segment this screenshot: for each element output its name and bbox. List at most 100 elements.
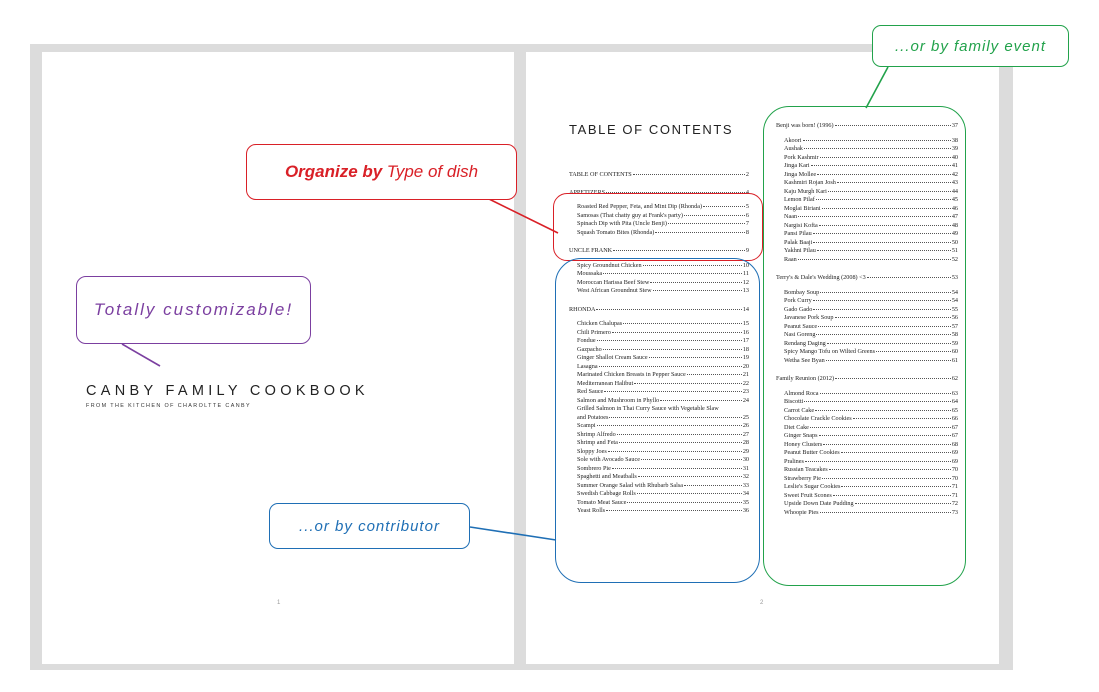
dot-leader — [852, 418, 951, 419]
toc-entry-page: 51 — [951, 247, 958, 254]
toc-entry-label: Roasted Red Pepper, Feta, and Mint Dip (… — [577, 203, 703, 210]
dot-leader — [604, 391, 742, 392]
toc-entry[interactable]: Squash Tomato Bites (Rhonda)8 — [569, 229, 749, 238]
toc-entry[interactable]: Roasted Red Pepper, Feta, and Mint Dip (… — [569, 203, 749, 212]
toc-section-heading-label: Family Reunion (2012) — [776, 375, 835, 382]
toc-section-heading-label: Terry's & Dale's Wedding (2008) <3 — [776, 274, 866, 281]
toc-entry-page: 54 — [951, 288, 958, 296]
toc-entry-label: Spicy Groundnut Chicken — [577, 261, 642, 269]
toc-entry-page: 38 — [951, 136, 958, 144]
toc-entry-label: Squash Tomato Bites (Rhonda) — [577, 228, 655, 236]
toc-entry[interactable]: Grilled Salmon in Thai Curry Sauce with … — [569, 405, 749, 414]
toc-entry-label: Gazpacho — [577, 345, 602, 353]
dot-leader — [804, 460, 951, 462]
dot-leader — [821, 477, 951, 479]
toc-page — [526, 52, 999, 664]
toc-entry-label: Tomato Meat Sauce — [577, 498, 627, 506]
toc-entry-label: Javanese Pork Soup — [784, 314, 834, 321]
toc-entry-label: Spaghetti and Meatballs — [577, 473, 637, 480]
toc-section-heading[interactable]: Family Reunion (2012)62 — [776, 375, 958, 384]
toc-entry[interactable]: Samosas (That chatty guy at Frank's part… — [569, 212, 749, 221]
dot-leader — [840, 452, 951, 453]
toc-entry[interactable]: Marinated Chicken Breasts in Pepper Sauc… — [569, 371, 749, 380]
callout-family-event-text: ...or by family event — [894, 37, 1047, 55]
callout-contributor: ...or by contributor — [269, 503, 470, 549]
dot-leader — [642, 264, 742, 266]
dot-leader — [819, 511, 951, 513]
toc-entry[interactable]: Spinach Dip with Pita (Uncle Benji)7 — [569, 220, 749, 229]
toc-entry-page: 30 — [742, 456, 749, 463]
dot-leader — [637, 476, 742, 477]
dot-leader — [655, 231, 745, 233]
toc-entry-page: 47 — [951, 213, 958, 220]
toc-entry-label: Moussaka — [577, 270, 603, 277]
